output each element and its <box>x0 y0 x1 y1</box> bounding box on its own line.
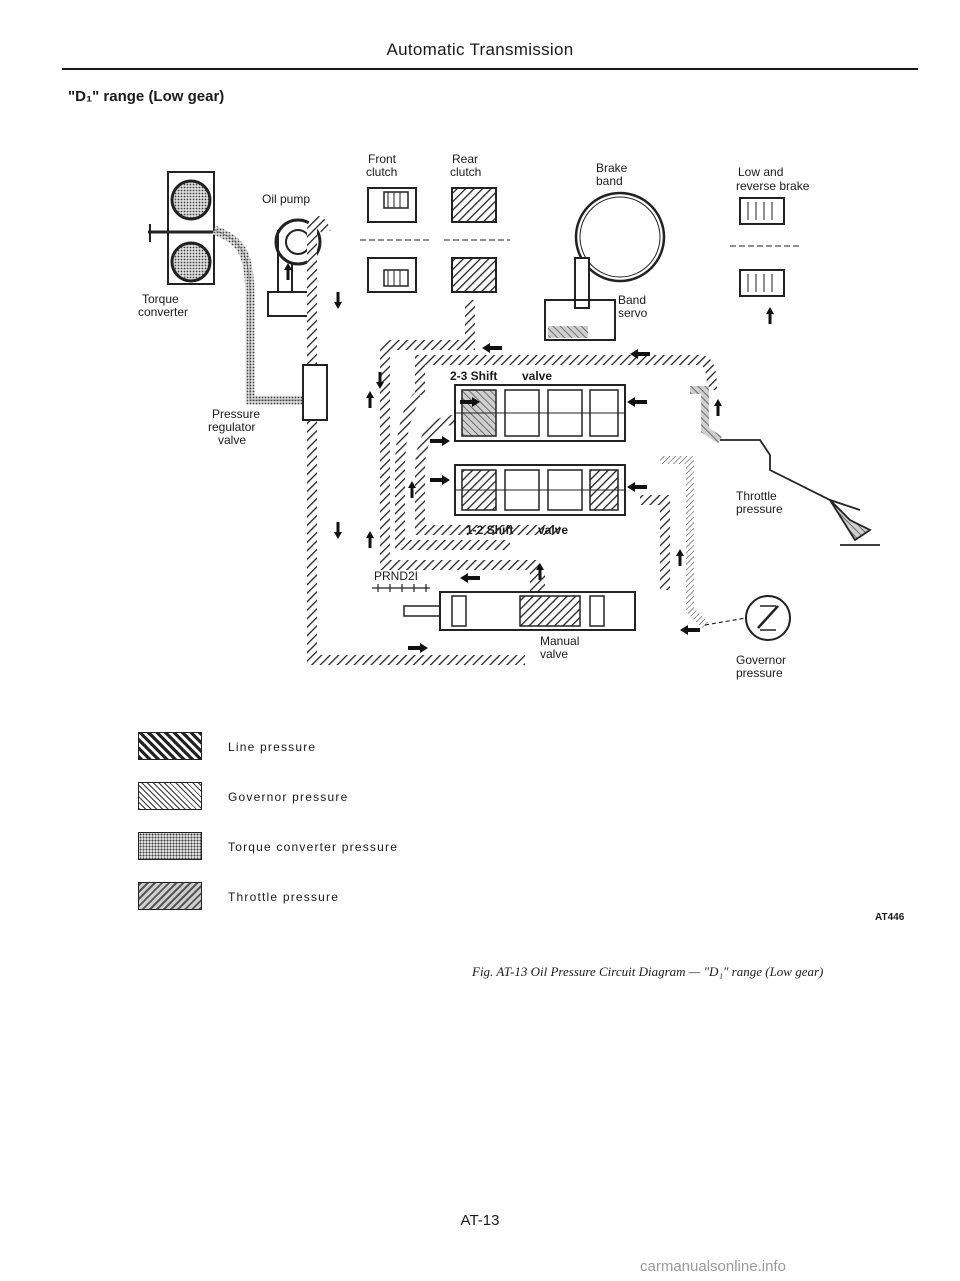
label-low-reverse-2: reverse brake <box>736 179 810 193</box>
band-servo <box>544 257 616 341</box>
legend-swatch-governor <box>138 782 202 810</box>
legend-label-governor: Governor pressure <box>228 790 349 804</box>
label-brake-band-1: Brake <box>596 161 628 175</box>
legend-label-line: Line pressure <box>228 740 317 754</box>
label-band-servo-1: Band <box>618 293 646 307</box>
legend-swatch-torque <box>138 832 202 860</box>
rear-clutch <box>444 187 510 293</box>
manual-valve <box>372 584 636 631</box>
label-brake-band-2: band <box>596 174 623 188</box>
label-rear-clutch-2: clutch <box>450 165 481 179</box>
shift-valve-2-3 <box>454 384 626 442</box>
label-torque-converter-1: Torque <box>142 292 179 306</box>
label-rear-clutch-1: Rear <box>452 152 478 166</box>
label-throttle-pressure-1: Throttle <box>736 489 777 503</box>
figure-code: AT446 <box>875 912 905 923</box>
label-oil-pump: Oil pump <box>262 192 310 206</box>
page-header: Automatic Transmission <box>386 40 574 59</box>
page-number: AT-13 <box>460 1212 500 1229</box>
label-shift-2-3: 2-3 Shift <box>450 369 497 383</box>
label-governor-pressure-2: pressure <box>736 666 783 680</box>
brake-band <box>574 191 666 283</box>
oil-pressure-circuit-diagram: Front clutch Rear clutch Brake band Low … <box>138 152 880 680</box>
throttle-linkage <box>720 439 880 546</box>
label-governor-pressure-1: Governor <box>736 653 786 667</box>
figure-caption: Fig. AT-13 Oil Pressure Circuit Diagram … <box>472 964 824 979</box>
label-manual-valve-2: valve <box>540 647 568 661</box>
torque-converter <box>148 171 215 285</box>
governor-gauge <box>704 595 791 641</box>
watermark: carmanualsonline.info <box>640 1258 786 1275</box>
label-torque-converter-2: converter <box>138 305 188 319</box>
legend-label-throttle: Throttle pressure <box>228 890 340 904</box>
legend-swatch-line <box>138 732 202 760</box>
header-rule <box>62 68 918 70</box>
shift-valve-1-2 <box>454 464 626 516</box>
label-manual-valve-1: Manual <box>540 634 579 648</box>
label-pressure-regulator-2: regulator <box>208 420 255 434</box>
low-reverse-brake <box>730 197 800 297</box>
label-pressure-regulator-3: valve <box>218 433 246 447</box>
label-shift-1-2: 1-2 Shift <box>466 523 513 537</box>
legend-swatch-throttle <box>138 882 202 910</box>
legend-label-torque: Torque converter pressure <box>228 840 399 854</box>
label-throttle-pressure-2: pressure <box>736 502 783 516</box>
label-prnd21: PRND2I <box>374 569 418 583</box>
label-shift-2-3-valve: valve <box>522 369 552 383</box>
label-pressure-regulator-1: Pressure <box>212 407 260 421</box>
front-clutch <box>360 187 430 293</box>
label-low-reverse-1: Low and <box>738 165 783 179</box>
section-title: "D₁" range (Low gear) <box>68 88 225 105</box>
label-shift-1-2-valve: valve <box>538 523 568 537</box>
label-band-servo-2: servo <box>618 306 648 320</box>
label-front-clutch-2: clutch <box>366 165 397 179</box>
label-front-clutch-1: Front <box>368 152 397 166</box>
